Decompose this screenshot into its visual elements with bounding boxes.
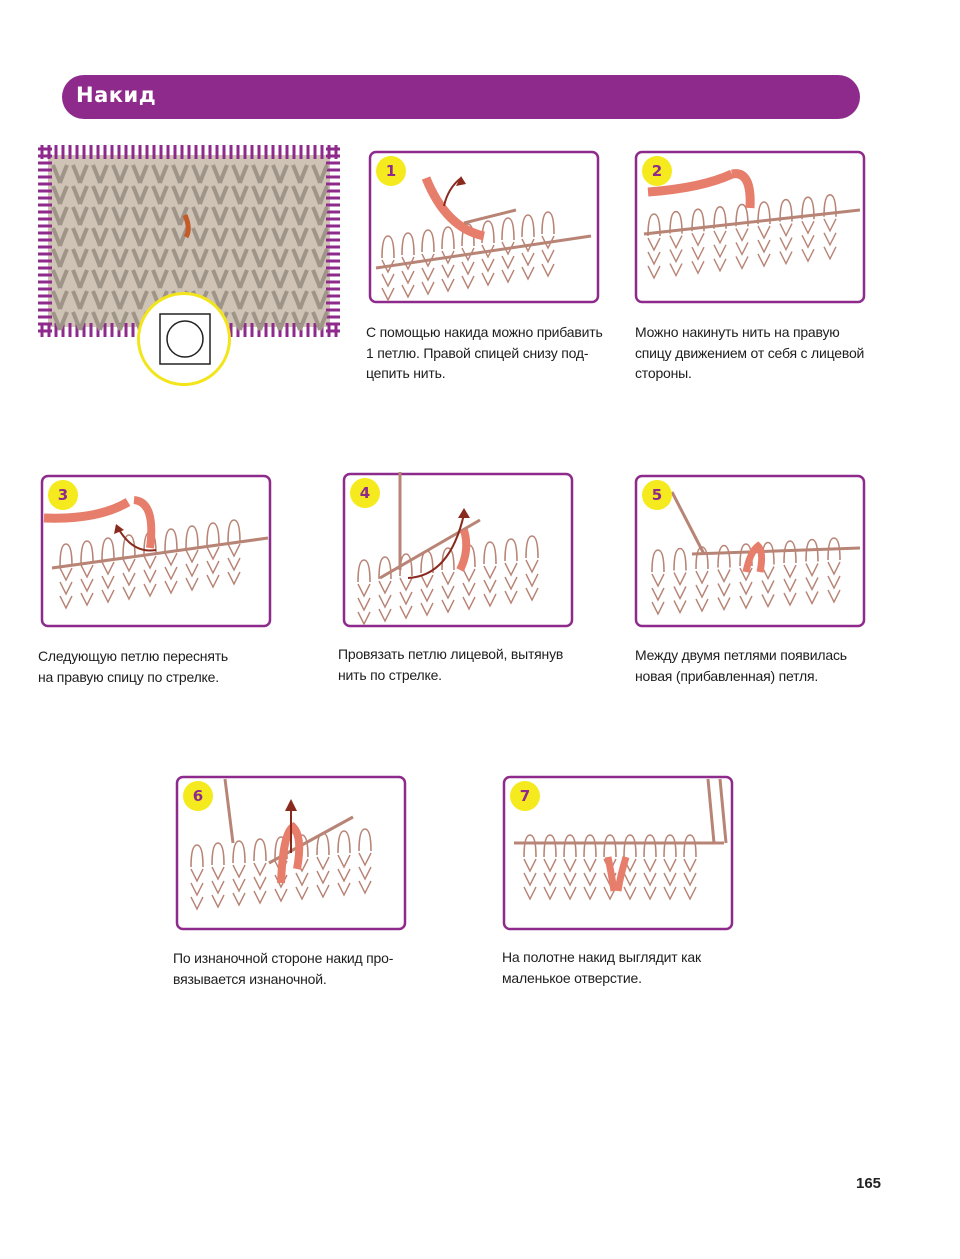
- section-title: Накид: [76, 83, 157, 107]
- step-number-badge: 3: [48, 480, 78, 510]
- step-number-badge: 5: [642, 480, 672, 510]
- yarn-strand-icon: [43, 498, 131, 523]
- step-number-badge: 1: [376, 156, 406, 186]
- step-4-caption: Провязать петлю лицевой, вытянув нить по…: [338, 646, 564, 683]
- step-5-illustration: 5: [632, 472, 868, 630]
- section-title-bar: Накид: [62, 75, 860, 119]
- step-6-illustration: 6: [173, 773, 409, 933]
- step-6-caption: По изнаночной стороне накид про- вязывае…: [173, 950, 394, 987]
- step-1-illustration: 1: [366, 148, 602, 306]
- yarn-strand-icon: [277, 821, 304, 884]
- step-7-illustration: 7: [500, 773, 736, 933]
- arrow-icon: [117, 527, 157, 552]
- step-2-illustration: 2: [632, 148, 868, 306]
- yarn-strand-icon: [647, 169, 734, 197]
- step-5-caption: Между двумя петлями появилась новая (при…: [635, 647, 847, 684]
- yarn-strand-icon: [742, 541, 766, 573]
- step-1-caption: С помощью накида можно прибавить 1 петлю…: [366, 324, 603, 381]
- yarn-strand-icon: [456, 528, 471, 572]
- arrow-icon: [443, 177, 462, 207]
- step-2-caption: Можно накинуть нить на правую спицу движ…: [635, 324, 865, 381]
- yarn-strand-icon: [604, 856, 618, 892]
- step-3-caption: Следующую петлю переснять на правую спиц…: [38, 648, 229, 685]
- yarn-over-circle-symbol-icon: [166, 320, 204, 358]
- step-number-badge: 6: [183, 781, 213, 811]
- step-number-badge: 2: [642, 156, 672, 186]
- symbol-square-icon: [159, 313, 211, 365]
- yarn-over-symbol: [137, 292, 231, 386]
- arrow-icon: [407, 513, 465, 579]
- step-3-illustration: 3: [38, 472, 274, 630]
- yarn-strand-icon: [421, 176, 486, 241]
- step-7-caption: На полотне накид выглядит как маленькое …: [502, 949, 701, 986]
- page-number: 165: [856, 1175, 882, 1192]
- step-number-badge: 7: [510, 781, 540, 811]
- step-4-illustration: 4: [340, 470, 576, 630]
- step-number-badge: 4: [350, 478, 380, 508]
- knitted-swatch-photo-icon: [38, 145, 340, 337]
